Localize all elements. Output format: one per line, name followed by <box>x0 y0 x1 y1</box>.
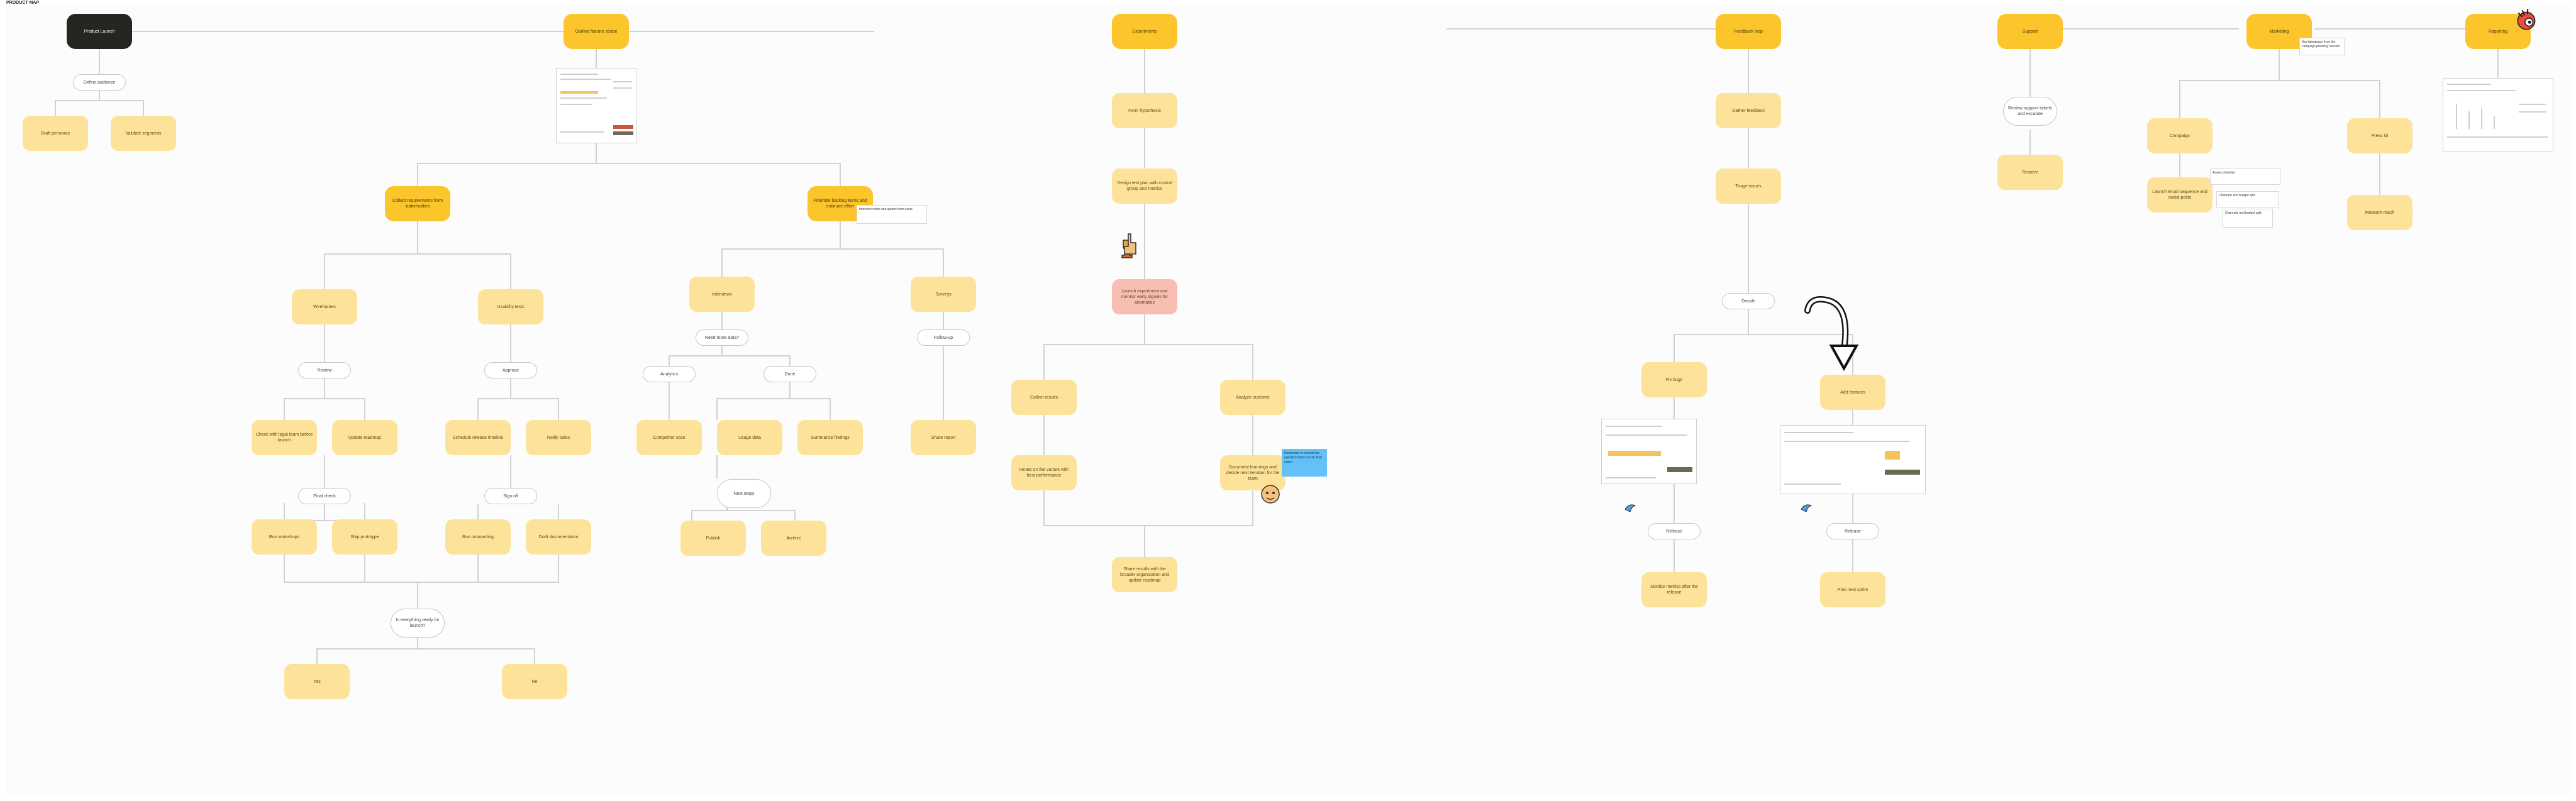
run-workshops-node[interactable]: Run workshops <box>252 519 317 555</box>
need-data-pill[interactable]: Need more data? <box>696 329 748 346</box>
note-channels[interactable]: Channels and budget split <box>2216 191 2279 207</box>
feedback-loop-node[interactable]: Feedback loop <box>1716 14 1781 49</box>
publish-node[interactable]: Publish <box>680 521 746 556</box>
screenshot-thumbnail[interactable] <box>1601 419 1697 484</box>
release-pill[interactable]: Release <box>1648 523 1701 539</box>
review-pill[interactable]: Review <box>298 362 351 378</box>
collect-requirements-node[interactable]: Collect requirements from stakeholders <box>385 186 450 221</box>
release-pill[interactable]: Release <box>1826 523 1879 539</box>
sticky-note[interactable]: Remember to include the updated metrics … <box>1282 449 1327 477</box>
resolve-node[interactable]: Resolve <box>1997 155 2063 190</box>
test-plan-node[interactable]: Design test plan with control group and … <box>1112 168 1177 204</box>
competitor-scan-node[interactable]: Competitor scan <box>636 420 702 455</box>
support-node[interactable]: Support <box>1997 14 2063 49</box>
bird-icon <box>1623 500 1638 516</box>
ship-prototype-node[interactable]: Ship prototype <box>332 519 397 555</box>
next-steps-decision[interactable]: Next steps <box>717 479 771 508</box>
hypothesis-node[interactable]: Form hypothesis <box>1112 93 1177 128</box>
note-assets[interactable]: Assets checklist <box>2210 168 2280 185</box>
character-icon <box>2513 6 2540 33</box>
measure-reach-node[interactable]: Measure reach <box>2347 195 2412 230</box>
schedule-release-node[interactable]: Schedule release timeline <box>445 420 511 455</box>
yes-node[interactable]: Yes <box>284 664 350 699</box>
notify-sales-node[interactable]: Notify sales <box>526 420 591 455</box>
report-chart-thumbnail[interactable] <box>2443 78 2553 152</box>
document-thumbnail[interactable] <box>556 68 636 143</box>
usage-data-node[interactable]: Usage data <box>717 420 782 455</box>
share-results-node[interactable]: Share results with the broader organizat… <box>1112 557 1177 592</box>
launch-experiment-node[interactable]: Launch experiment and monitor early sign… <box>1112 279 1177 314</box>
plan-sprint-node[interactable]: Plan next sprint <box>1820 572 1885 607</box>
pointing-hand-icon <box>1119 231 1141 259</box>
draft-personas-node[interactable]: Draft personas <box>23 116 88 151</box>
press-kit-node[interactable]: Press kit <box>2347 118 2412 153</box>
note-campaign[interactable]: Key takeaways from the campaign planning… <box>2299 38 2345 55</box>
run-onboarding-node[interactable]: Run onboarding <box>445 519 511 555</box>
review-tickets-decision[interactable]: Review support tickets and escalate <box>2003 97 2057 126</box>
no-node[interactable]: No <box>502 664 567 699</box>
gather-feedback-node[interactable]: Gather feedback <box>1716 93 1781 128</box>
triage-issues-node[interactable]: Triage issues <box>1716 168 1781 204</box>
decide-pill[interactable]: Decide <box>1722 293 1775 309</box>
campaign-node[interactable]: Campaign <box>2147 118 2212 153</box>
analytics-pill[interactable]: Analytics <box>643 366 696 382</box>
fix-bugs-node[interactable]: Fix bugs <box>1641 362 1707 397</box>
outline-scope-node[interactable]: Outline feature scope <box>564 14 629 49</box>
share-report-node[interactable]: Share report <box>911 420 976 455</box>
wireframes-node[interactable]: Wireframes <box>292 289 357 324</box>
sign-off-pill[interactable]: Sign off <box>484 488 537 504</box>
approve-pill[interactable]: Approve <box>484 362 537 378</box>
legal-check-node[interactable]: Check with legal team before launch <box>252 420 317 455</box>
launch-ready-decision[interactable]: Is everything ready for launch? <box>391 609 445 638</box>
interviews-node[interactable]: Interviews <box>689 277 755 312</box>
final-check-pill[interactable]: Final check <box>298 488 351 504</box>
collect-results-node[interactable]: Collect results <box>1011 380 1077 415</box>
summarize-node[interactable]: Summarize findings <box>797 420 863 455</box>
bird-icon <box>1799 500 1814 516</box>
validate-segments-node[interactable]: Validate segments <box>111 116 176 151</box>
root-node[interactable]: Product Launch <box>67 14 132 49</box>
follow-up-pill[interactable]: Follow-up <box>917 329 970 346</box>
iterate-variant-node[interactable]: Iterate on the variant with best perform… <box>1011 455 1077 490</box>
note-interviews[interactable]: Interview notes and quotes from users <box>857 205 927 224</box>
board-title: PRODUCT MAP <box>6 1 39 5</box>
add-features-node[interactable]: Add features <box>1820 375 1885 410</box>
screenshot-thumbnail[interactable] <box>1780 425 1926 494</box>
archive-node[interactable]: Archive <box>761 521 826 556</box>
surveys-node[interactable]: Surveys <box>911 277 976 312</box>
experiments-node[interactable]: Experiments <box>1112 14 1177 49</box>
monitor-metrics-node[interactable]: Monitor metrics after the release <box>1641 572 1707 607</box>
update-roadmap-node[interactable]: Update roadmap <box>332 420 397 455</box>
usability-tests-node[interactable]: Usability tests <box>478 289 543 324</box>
curved-arrow-icon <box>1804 292 1860 380</box>
email-sequence-node[interactable]: Launch email sequence and social posts <box>2147 177 2212 213</box>
note-budget[interactable]: Channels and budget split <box>2223 209 2273 228</box>
analyze-outcome-node[interactable]: Analyze outcome <box>1220 380 1285 415</box>
done-pill[interactable]: Done <box>763 366 816 382</box>
draft-docs-node[interactable]: Draft documentation <box>526 519 591 555</box>
character-icon <box>1258 482 1283 507</box>
define-audience-node[interactable]: Define audience <box>73 74 126 91</box>
